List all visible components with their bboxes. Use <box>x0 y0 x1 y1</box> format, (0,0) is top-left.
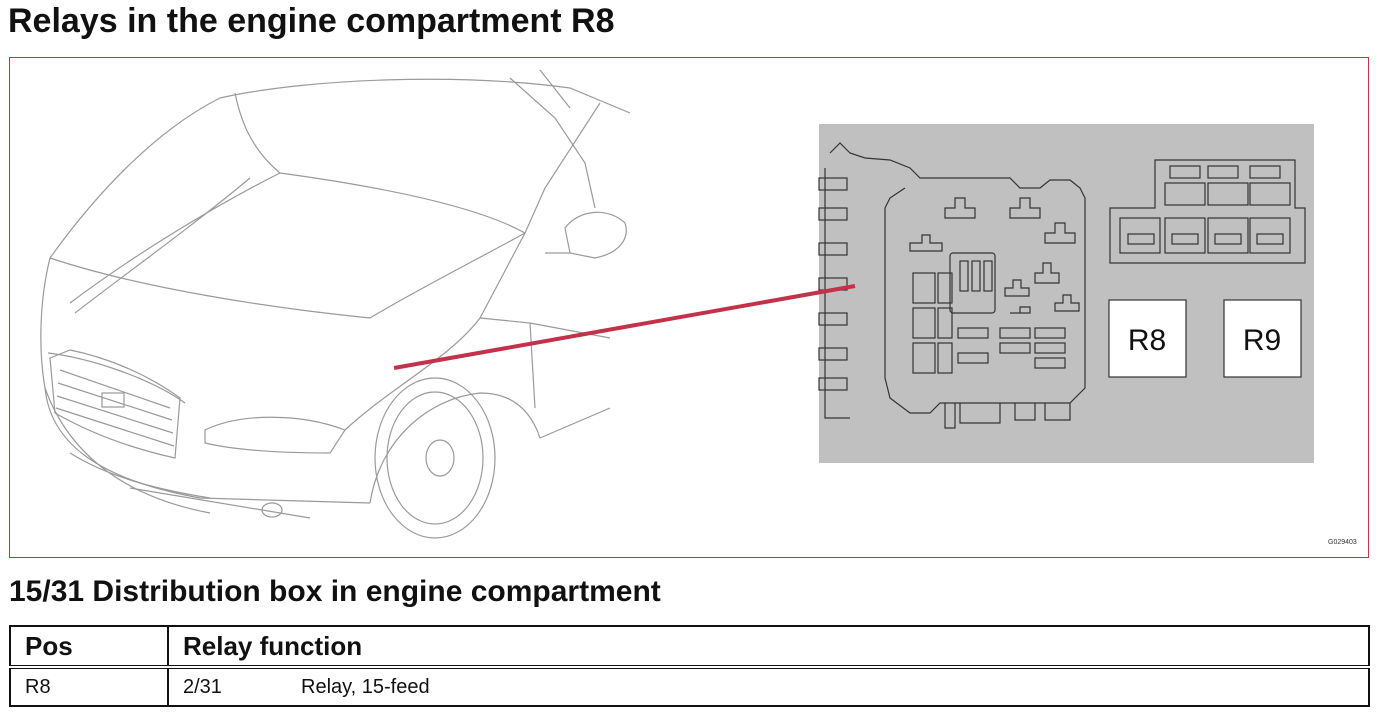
table-row: R8 2/31 Relay, 15-feed <box>9 666 1370 707</box>
header-pos: Pos <box>9 625 169 669</box>
distribution-box-panel: R8 R9 <box>818 124 1314 463</box>
figure-drawing: R8 R9 <box>40 69 1314 539</box>
relay-r9-box <box>1223 299 1302 378</box>
header-relay-function: Relay function <box>167 625 1370 669</box>
relay-r8-box <box>1108 299 1187 378</box>
location-pointer-line <box>393 284 856 370</box>
cell-relay-function: 2/31 Relay, 15-feed <box>167 666 1370 707</box>
figure-reference-code: G029403 <box>1328 539 1357 546</box>
section-title: 15/31 Distribution box in engine compart… <box>9 575 661 608</box>
relay-description: Relay, 15-feed <box>301 675 430 698</box>
page-title: Relays in the engine compartment R8 <box>8 2 615 40</box>
car-illustration <box>40 69 631 539</box>
relay-r9-label: R9 <box>1243 324 1281 357</box>
relay-r8-label: R8 <box>1128 324 1166 357</box>
relay-location-figure: R8 R9 G029403 <box>9 57 1369 558</box>
cell-pos: R8 <box>9 666 169 707</box>
relay-table: Pos Relay function R8 2/31 Relay, 15-feed <box>9 625 1370 707</box>
table-header-row: Pos Relay function <box>9 625 1370 669</box>
relay-code: 2/31 <box>183 675 222 698</box>
